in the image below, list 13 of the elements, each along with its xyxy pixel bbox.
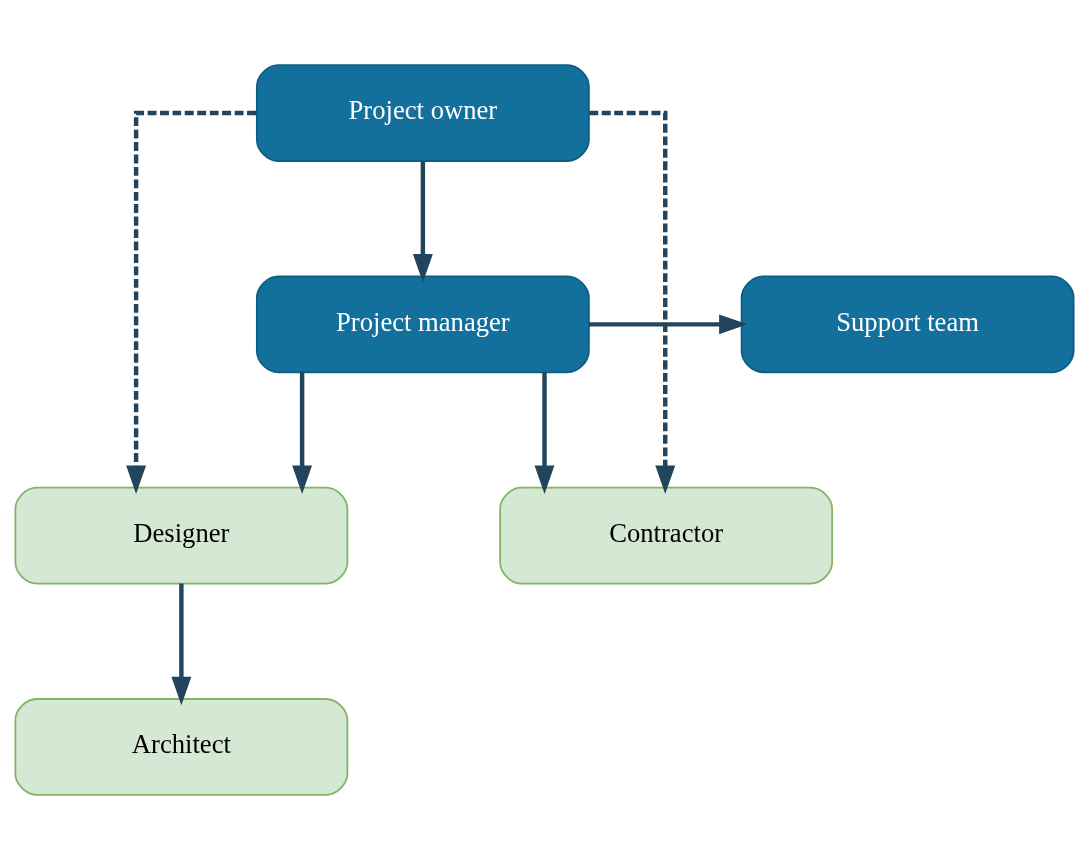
node-box: Project manager <box>255 275 590 373</box>
arrow <box>589 110 676 494</box>
arrow <box>589 313 748 334</box>
arrow <box>292 371 313 494</box>
node-box: Project owner <box>255 63 590 162</box>
node-box: Support team <box>740 275 1075 373</box>
node-box: Designer <box>14 486 349 584</box>
node-box: Architect <box>14 697 349 796</box>
arrow <box>412 160 433 283</box>
node-box: Contractor <box>499 486 834 584</box>
arrow <box>171 583 192 705</box>
arrow <box>534 371 555 494</box>
arrow <box>126 110 257 494</box>
